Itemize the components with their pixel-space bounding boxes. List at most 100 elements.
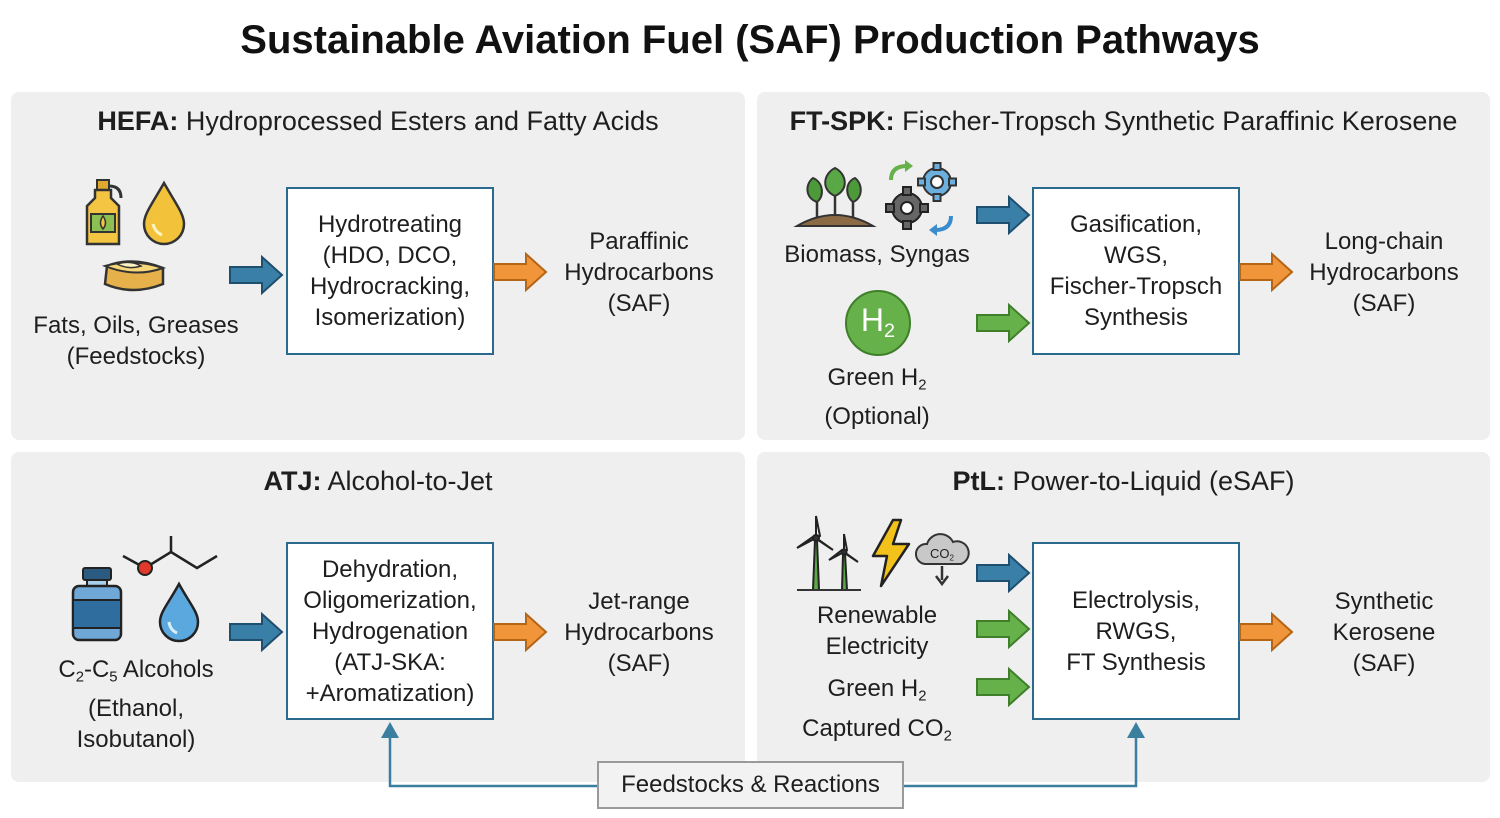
plants-icon	[793, 166, 877, 227]
ftspk-green-h2-text: Green H	[827, 364, 919, 391]
bottle-icon	[71, 567, 123, 642]
wind-turbine-icon	[796, 515, 861, 591]
atj-feedstock-sub-1: 2	[75, 669, 84, 686]
co2-cloud-label: CO2	[925, 546, 959, 562]
atj-feedstock-sub-2: 5	[109, 669, 118, 686]
hefa-process-line-1: Hydrotreating	[317, 211, 463, 238]
atj-input-arrow	[229, 611, 284, 653]
ptl-product-line-3: (SAF)	[1352, 650, 1416, 677]
hefa-feedstock-line-2: (Feedstocks)	[66, 343, 206, 370]
h2-circle-icon	[845, 290, 911, 356]
atj-product-label: Jet-range Hydrocarbons (SAF)	[539, 586, 739, 679]
hefa-product-line-3: (SAF)	[607, 290, 671, 317]
ptl-product-label: Synthetic Kerosene (SAF)	[1284, 586, 1484, 679]
atj-feedstock-line-3: Isobutanol)	[76, 726, 196, 754]
ftspk-output-arrow	[1239, 251, 1294, 293]
lightning-icon	[871, 518, 911, 588]
hefa-output-arrow	[493, 251, 548, 293]
water-drop-icon	[158, 581, 200, 643]
oil-drop-icon	[142, 180, 186, 246]
ftspk-process-box: Gasification, WGS, Fischer-Tropsch Synth…	[1032, 187, 1240, 355]
ptl-process-box: Electrolysis, RWGS, FT Synthesis	[1032, 542, 1240, 720]
ftspk-input-arrow-green	[976, 302, 1031, 344]
ftspk-product-line-1: Long-chain	[1324, 228, 1444, 255]
ftspk-feedstock-2-label: Green H2 (Optional)	[777, 362, 977, 432]
gears-icon	[885, 160, 957, 236]
atj-title-full: Alcohol-to-Jet	[321, 466, 493, 496]
ftspk-title-abbrev: FT-SPK:	[789, 106, 895, 136]
atj-product-line-1: Jet-range	[588, 588, 690, 615]
hefa-product-line-2: Hydrocarbons	[564, 259, 714, 286]
ptl-process-line-1: Electrolysis,	[1071, 586, 1200, 614]
ftspk-feedstock-1-label: Biomass, Syngas	[784, 241, 970, 268]
ptl-product-line-2: Kerosene	[1332, 619, 1436, 646]
ftspk-product-line-3: (SAF)	[1352, 290, 1416, 317]
co2-cloud-icon	[915, 533, 970, 587]
atj-feedstock-c-a: C	[58, 656, 76, 683]
h2-symbol: H	[860, 302, 885, 338]
ptl-process-line-2: RWGS,	[1095, 617, 1177, 645]
ptl-panel-title: PtL: Power-to-Liquid (eSAF)	[757, 466, 1490, 497]
ftspk-panel-title: FT-SPK: Fischer-Tropsch Synthetic Paraff…	[757, 106, 1490, 137]
ptl-input-arrow-green-1	[976, 608, 1031, 650]
atj-process-line-5: +Aromatization)	[305, 679, 475, 707]
atj-process-box: Dehydration, Oligomerization, Hydrogenat…	[286, 542, 494, 720]
atj-process-line-4: (ATJ-SKA:	[334, 648, 446, 676]
co2-cloud-sub: 2	[949, 553, 954, 563]
ptl-green-h2-sub: 2	[918, 688, 927, 705]
atj-panel-title: ATJ: Alcohol-to-Jet	[11, 466, 745, 497]
hefa-input-arrow	[229, 254, 284, 296]
atj-product-line-2: Hydrocarbons	[564, 619, 714, 646]
co2-cloud-text: CO	[930, 546, 950, 561]
ftspk-process-line-4: Synthesis	[1083, 304, 1189, 331]
ptl-co2-text: Captured CO	[802, 715, 944, 742]
atj-process-line-2: Oligomerization,	[303, 586, 477, 614]
footer-label: Feedstocks & Reactions	[621, 771, 880, 798]
atj-process-line-1: Dehydration,	[321, 555, 459, 583]
ptl-feedstock-1-line-1: Renewable	[816, 602, 938, 629]
hefa-panel-title: HEFA: Hydroprocessed Esters and Fatty Ac…	[11, 106, 745, 137]
h2-circle-label: H2	[843, 302, 913, 343]
h2-subscript: 2	[884, 319, 896, 342]
atj-feedstock-c-b: -C	[83, 656, 110, 683]
molecule-icon	[122, 536, 218, 576]
page-title: Sustainable Aviation Fuel (SAF) Producti…	[240, 18, 1260, 62]
ptl-output-arrow	[1239, 611, 1294, 653]
ptl-green-h2-text: Green H	[827, 675, 919, 702]
atj-feedstock-c-c: Alcohols	[117, 656, 214, 683]
ptl-title-full: Power-to-Liquid (eSAF)	[1004, 466, 1295, 496]
ptl-feedstock-3-label: Captured CO2	[767, 713, 987, 752]
ftspk-process-line-1: Gasification,	[1069, 211, 1203, 238]
ptl-co2-sub: 2	[943, 728, 952, 745]
ptl-panel: PtL: Power-to-Liquid (eSAF) CO2 Renewabl…	[757, 452, 1490, 782]
atj-product-line-3: (SAF)	[607, 650, 671, 677]
atj-feedstock-label: C2-C5 Alcohols (Ethanol, Isobutanol)	[31, 654, 241, 755]
ftspk-feedstock-2-line-2: (Optional)	[824, 403, 930, 431]
ptl-feedstock-1-line-2: Electricity	[825, 633, 929, 660]
hefa-process-line-3: Hydrocracking,	[309, 273, 471, 300]
ptl-input-arrow-blue	[976, 552, 1031, 594]
ftspk-product-line-2: Hydrocarbons	[1309, 259, 1459, 286]
atj-process-line-3: Hydrogenation	[311, 617, 469, 645]
ptl-input-arrow-green-2	[976, 666, 1031, 708]
hefa-panel: HEFA: Hydroprocessed Esters and Fatty Ac…	[11, 92, 745, 440]
ptl-product-line-1: Synthetic	[1334, 588, 1434, 615]
ftspk-panel: FT-SPK: Fischer-Tropsch Synthetic Paraff…	[757, 92, 1490, 440]
hefa-feedstock-label: Fats, Oils, Greases (Feedstocks)	[11, 310, 261, 372]
ptl-process-line-3: FT Synthesis	[1066, 648, 1206, 676]
ftspk-input-arrow-blue	[976, 194, 1031, 236]
atj-output-arrow	[493, 611, 548, 653]
atj-title-abbrev: ATJ:	[263, 466, 322, 496]
ptl-feedstock-1-label: Renewable Electricity	[777, 600, 977, 662]
hefa-process-line-2: (HDO, DCO,	[322, 242, 458, 269]
atj-panel: ATJ: Alcohol-to-Jet C2-C5 Alcohols (Etha…	[11, 452, 745, 782]
oil-bottle-icon	[85, 179, 123, 246]
ptl-feedstock-2-label: Green H2	[777, 673, 977, 712]
ptl-title-abbrev: PtL:	[952, 466, 1005, 496]
footer-label-box: Feedstocks & Reactions	[597, 761, 904, 809]
fat-block-icon	[101, 260, 167, 292]
ftspk-process-line-3: Fischer-Tropsch	[1049, 273, 1223, 300]
ftspk-green-h2-sub: 2	[918, 377, 927, 394]
hefa-feedstock-line-1: Fats, Oils, Greases	[33, 312, 239, 339]
